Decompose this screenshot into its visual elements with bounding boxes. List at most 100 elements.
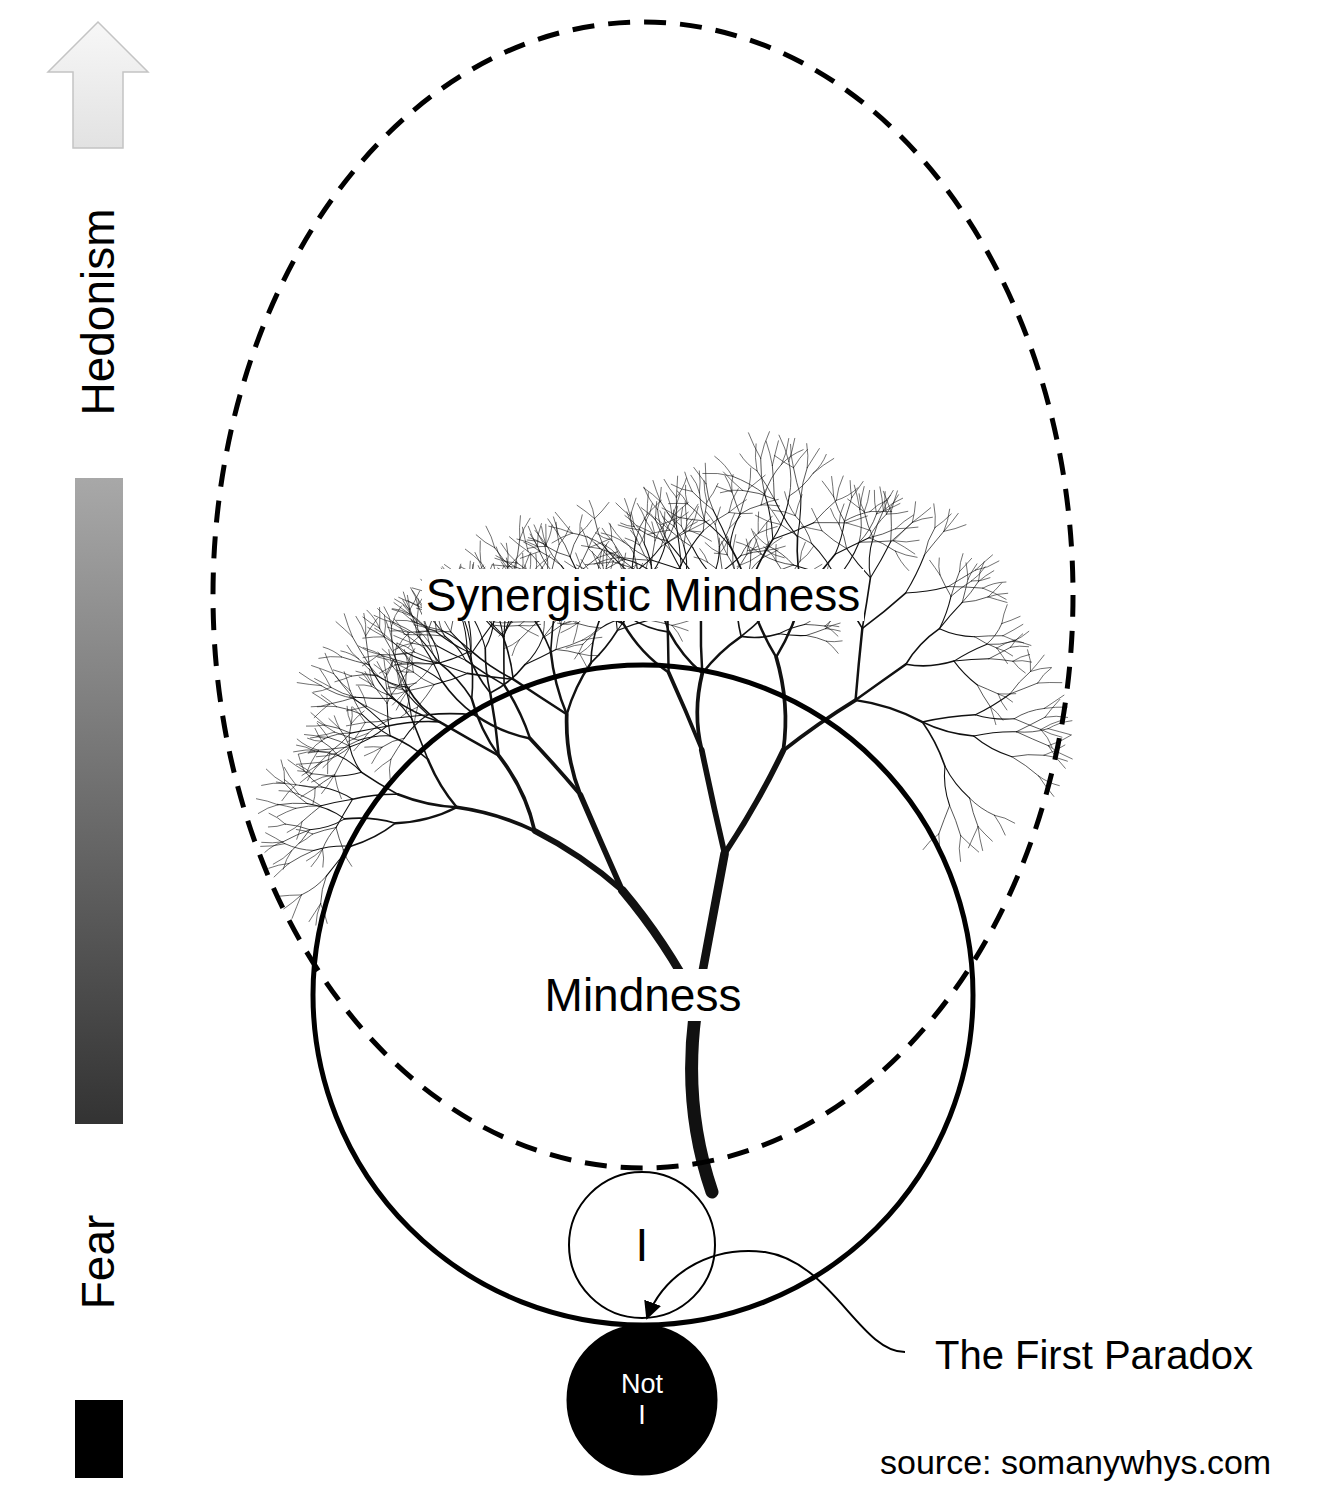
tree-branch	[299, 672, 321, 685]
tree-branch	[1016, 732, 1048, 746]
tree-branch	[766, 522, 769, 546]
tree-branch	[344, 614, 352, 637]
tree-branch	[689, 520, 709, 530]
tree-branch	[961, 836, 979, 852]
tree-branch	[702, 636, 741, 673]
tree-branch	[975, 694, 1010, 715]
tree-branch	[471, 651, 513, 680]
tree-branch	[883, 491, 891, 511]
tree-branch	[495, 558, 517, 563]
tree-branch	[791, 444, 794, 467]
tree-branch	[542, 527, 547, 547]
tree-branch	[401, 662, 432, 664]
tree-branch	[374, 615, 394, 622]
tree-branch	[296, 806, 321, 809]
tree-branch	[912, 517, 932, 522]
tree-branch	[384, 659, 387, 675]
tree-branch	[673, 510, 675, 527]
tree-branch	[795, 516, 811, 544]
tree-branch	[692, 491, 713, 510]
tree-branch	[789, 461, 791, 496]
tree-branch	[369, 665, 392, 699]
tree-branch	[672, 621, 688, 625]
tree-branch	[757, 471, 774, 499]
tree-branch	[989, 647, 1011, 658]
tree-branch	[725, 750, 784, 853]
tree-branch	[779, 634, 806, 636]
tree-branch	[414, 652, 437, 663]
tree-branch	[313, 687, 330, 692]
tree-branch	[392, 715, 427, 719]
tree-branch	[860, 487, 864, 510]
node-shape	[313, 665, 973, 1325]
tree-branch	[988, 597, 1007, 603]
tree-branch	[714, 553, 727, 555]
tree-branch	[631, 512, 634, 526]
tree-branch	[651, 514, 663, 529]
tree-branch	[669, 503, 688, 504]
tree-branch	[437, 663, 467, 674]
tree-branch	[439, 663, 471, 699]
tree-branch	[776, 657, 785, 750]
tree-branch	[545, 525, 552, 546]
tree-branch	[530, 534, 540, 551]
tree-branch	[939, 602, 962, 628]
tree-branch	[625, 516, 640, 530]
tree-branch	[411, 588, 418, 605]
tree-branch	[924, 528, 934, 555]
tree-branch	[364, 661, 378, 675]
tree-branch	[382, 738, 404, 747]
tree-branch	[583, 628, 601, 644]
tree-branch	[284, 767, 296, 784]
tree-branch	[859, 541, 893, 542]
tree-branch	[687, 504, 698, 520]
tree-branch	[256, 799, 278, 805]
tree-branch	[720, 490, 742, 493]
tree-branch	[825, 626, 838, 636]
tree-branch	[379, 663, 401, 673]
tree-branch	[428, 759, 457, 807]
tree-branch	[553, 517, 558, 534]
tree-branch	[755, 515, 781, 524]
tree-branch	[268, 824, 285, 827]
tree-branch	[715, 456, 732, 476]
tree-branch	[676, 476, 677, 497]
tree-branch	[603, 545, 607, 566]
tree-branch	[894, 540, 920, 542]
tree-branch	[775, 545, 776, 561]
tree-branch	[719, 538, 720, 553]
tree-branch	[723, 472, 742, 490]
tree-branch	[856, 700, 923, 722]
tree-branch	[499, 756, 535, 831]
tree-branch	[812, 508, 822, 530]
tree-branch	[301, 876, 326, 895]
tree-branch	[1016, 717, 1045, 732]
tree-branch	[387, 687, 410, 689]
tree-branch	[359, 646, 380, 654]
tree-branch	[262, 783, 285, 785]
tree-branch	[891, 491, 897, 512]
tree-branch	[625, 538, 639, 545]
tree-branch	[359, 659, 378, 676]
tree-branch	[758, 527, 777, 534]
tree-branch	[640, 530, 667, 541]
tree-branch	[959, 836, 960, 862]
tree-branch	[325, 733, 351, 739]
tree-branch	[793, 468, 800, 497]
tree-branch	[944, 513, 958, 531]
tree-branch	[924, 531, 943, 555]
tree-branch	[356, 671, 378, 675]
tree-branch	[319, 657, 342, 659]
tree-branch	[959, 554, 963, 572]
tree-branch	[765, 494, 773, 539]
tree-branch	[880, 487, 884, 511]
tree-branch	[906, 661, 954, 666]
tree-branch	[737, 554, 761, 566]
tree-branch	[1002, 616, 1020, 623]
tree-branch	[349, 746, 361, 772]
tree-branch	[983, 582, 1006, 588]
tree-branch	[906, 629, 940, 665]
tree-branch	[570, 533, 580, 557]
tree-branch	[997, 648, 1008, 663]
tree-branch	[1013, 661, 1032, 662]
